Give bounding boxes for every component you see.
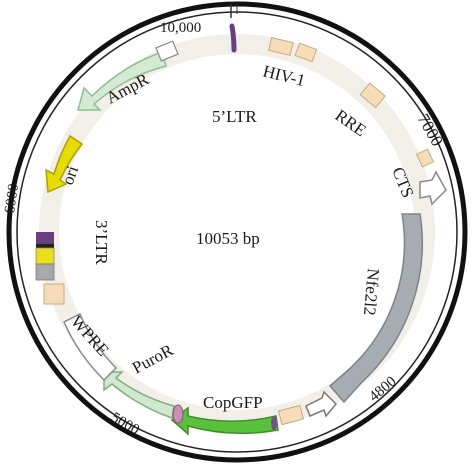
- label-4800: 4800: [366, 374, 399, 406]
- label-copgfp: CopGFP: [203, 393, 263, 412]
- label-hiv1: HIV-1: [261, 61, 307, 90]
- left-mark-purple: [36, 232, 54, 244]
- label-nfe2l2: Nfe2l2: [360, 268, 383, 317]
- copgfp-arrow: [170, 406, 279, 436]
- label-5ltr: 5’LTR: [212, 107, 257, 126]
- copgfp-marker: [271, 416, 277, 430]
- cts-arrow: [419, 170, 447, 206]
- label-size: 10053 bp: [196, 229, 260, 248]
- cts-box: [415, 148, 435, 168]
- left-mark-black: [36, 244, 54, 248]
- label-puror: PuroR: [129, 340, 177, 377]
- ampr-box: [155, 40, 179, 62]
- left-mark-gray: [35, 263, 55, 281]
- rre-box: [359, 82, 386, 109]
- promoter-arrow: [305, 390, 338, 418]
- label-10000: 10,000: [160, 20, 201, 36]
- label-3ltr: 3’LTR: [92, 220, 111, 265]
- wpre-block: [63, 312, 118, 382]
- ori-arrow: [45, 134, 84, 194]
- purple-marker-top: [229, 23, 237, 53]
- hiv1-box-2: [294, 42, 318, 63]
- hiv1-box-1: [268, 36, 294, 57]
- left-mark-yellow: [35, 247, 55, 265]
- label-6000: 6000: [2, 183, 22, 215]
- label-7000: 7000: [414, 111, 447, 150]
- label-rre: RRE: [332, 106, 370, 141]
- nfe2l2-arc: [328, 213, 423, 404]
- ampr-arrow: [77, 51, 167, 111]
- puror-marker: [172, 404, 184, 424]
- ltr3-box: [43, 283, 65, 305]
- copgfp-box: [277, 404, 305, 426]
